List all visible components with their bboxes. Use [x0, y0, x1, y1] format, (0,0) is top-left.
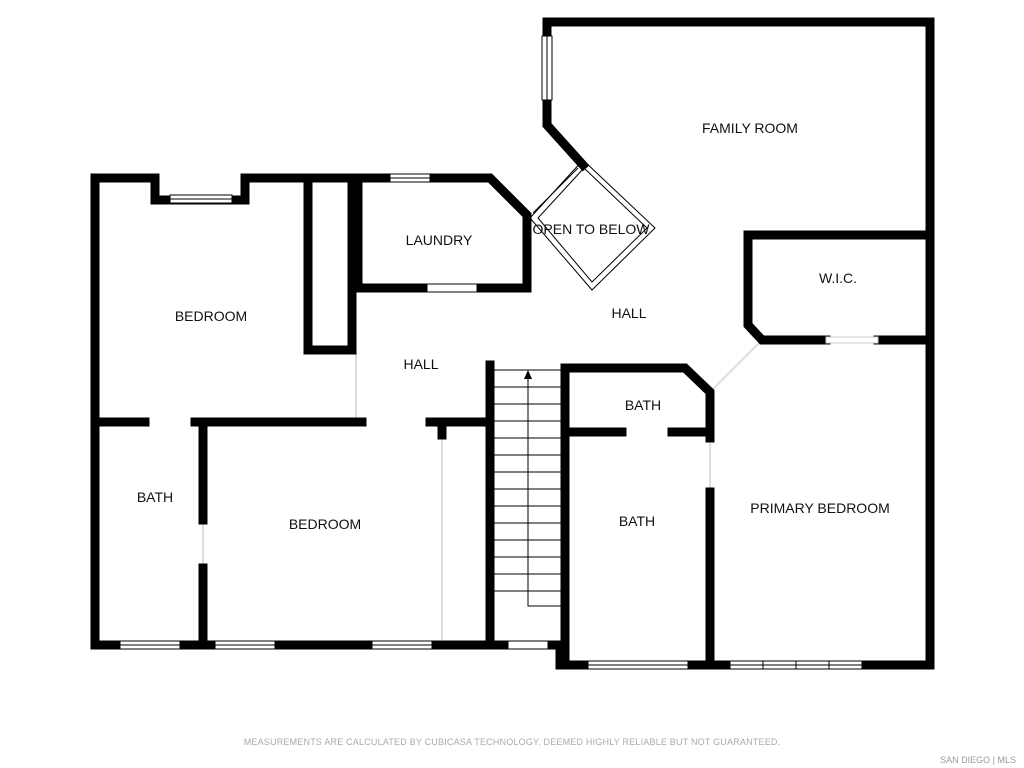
room-label-bedroom-bottom: BEDROOM	[288, 516, 362, 532]
room-label-bath-primary: BATH	[618, 513, 656, 529]
room-label-family-room: FAMILY ROOM	[702, 120, 798, 136]
room-label-laundry: LAUNDRY	[405, 232, 473, 248]
open-to-below-outline	[529, 159, 656, 291]
room-label-hall-left: HALL	[403, 356, 439, 372]
room-label-bath-left: BATH	[136, 489, 174, 505]
room-label-primary-bedroom: PRIMARY BEDROOM	[750, 500, 890, 516]
staircase	[494, 369, 562, 607]
walls	[90, 17, 935, 670]
door-openings	[202, 339, 763, 640]
room-label-open-to-below: OPEN TO BELOW	[532, 221, 650, 237]
room-label-hall-upper: HALL	[611, 305, 647, 321]
watermark: SAN DIEGO | MLS	[940, 755, 1016, 765]
room-label-bedroom-top-left: BEDROOM	[174, 308, 248, 324]
room-label-wic: W.I.C.	[818, 270, 858, 286]
measurement-disclaimer: MEASUREMENTS ARE CALCULATED BY CUBICASA …	[243, 737, 781, 747]
stair-direction-arrow-icon	[524, 370, 532, 379]
windows	[119, 35, 879, 670]
room-label-bath-small: BATH	[624, 397, 662, 413]
